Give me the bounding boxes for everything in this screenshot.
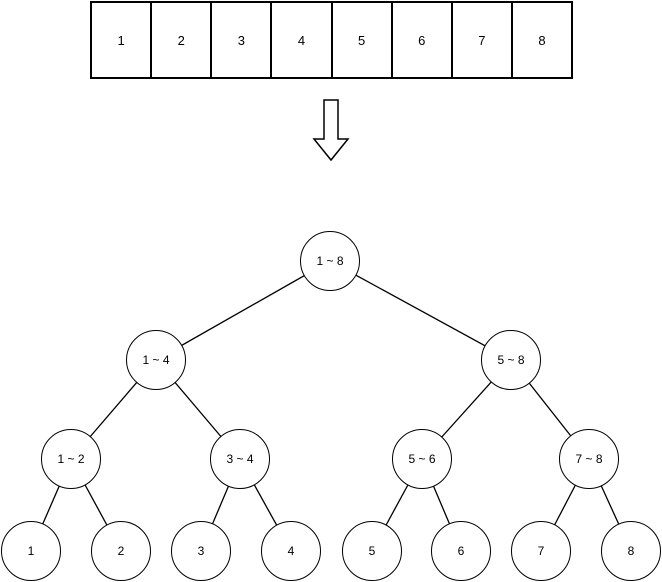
tree-node-1-4: 1 ~ 4	[126, 330, 186, 390]
array-cell-3: 3	[212, 3, 273, 77]
tree-node-leaf-8: 8	[601, 521, 661, 581]
tree-node-7-8: 7 ~ 8	[559, 429, 619, 489]
tree-node-5-8: 5 ~ 8	[481, 330, 541, 390]
tree-node-leaf-3: 3	[171, 521, 231, 581]
tree-node-5-6: 5 ~ 6	[392, 429, 452, 489]
down-arrow-icon	[312, 99, 350, 162]
array-cell-7: 7	[453, 3, 513, 77]
tree-edge	[329, 260, 512, 361]
array-cell-8: 8	[538, 32, 546, 48]
array-cell-2: 2	[152, 3, 213, 77]
tree-node-leaf-2: 2	[91, 521, 151, 581]
tree-node-1-8: 1 ~ 8	[300, 231, 360, 291]
array-cell-1: 1	[92, 3, 153, 77]
tree-node-leaf-1: 1	[1, 521, 61, 581]
tree-node-3-4: 3 ~ 4	[210, 429, 270, 489]
tree-node-leaf-6: 6	[431, 521, 491, 581]
array-cell-5: 5	[333, 3, 393, 77]
tree-node-leaf-4: 4	[261, 521, 321, 581]
input-array: 1 2 3 4 5 6 7 8	[90, 1, 573, 79]
array-cell-6: 6	[393, 3, 453, 77]
tree-node-1-2: 1 ~ 2	[41, 429, 101, 489]
tree-edge	[155, 260, 331, 361]
array-cell-4: 4	[272, 3, 333, 77]
tree-node-leaf-5: 5	[342, 521, 402, 581]
tree-node-leaf-7: 7	[511, 521, 571, 581]
